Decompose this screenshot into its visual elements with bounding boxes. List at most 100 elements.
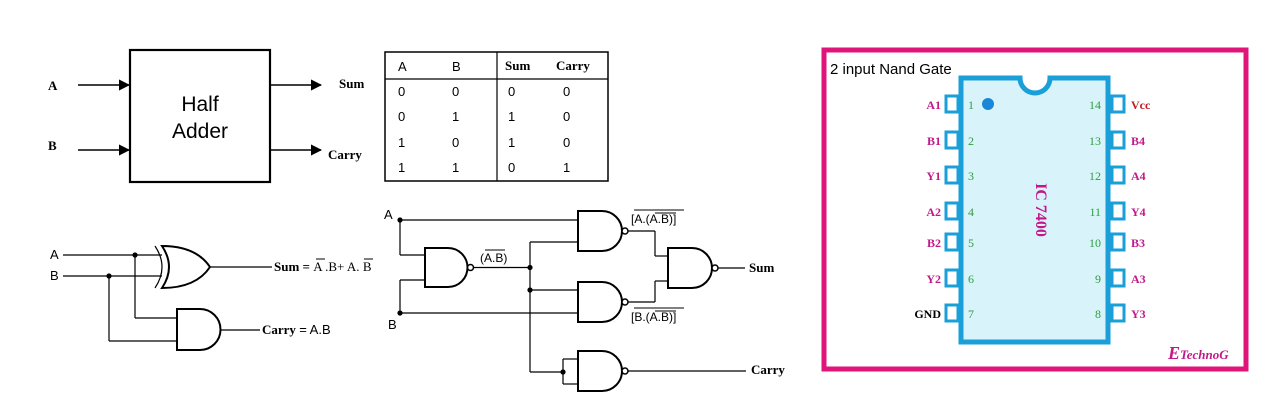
svg-text:1: 1 xyxy=(452,160,459,175)
carry-output-label: Carry xyxy=(328,147,362,162)
svg-text:0: 0 xyxy=(452,135,459,150)
truth-table: A B Sum Carry 0 0 0 0 0 1 1 0 1 0 1 0 1 … xyxy=(384,51,609,182)
ic-pin-number: 6 xyxy=(968,272,974,286)
ic-chip-label: IC 7400 xyxy=(1032,183,1049,237)
svg-text:0: 0 xyxy=(452,84,459,99)
nand-gate-2-bubble xyxy=(621,227,629,235)
ic-pin-10 xyxy=(1110,232,1126,252)
nand-gate-2 xyxy=(577,210,623,252)
svg-text:1: 1 xyxy=(508,109,515,124)
term-bottom-label: [B.(A.B)] xyxy=(631,310,676,324)
svg-text:0: 0 xyxy=(508,160,515,175)
ic-pin-4 xyxy=(944,201,960,221)
ic-pin-2 xyxy=(944,130,960,150)
nand-gate-3-bubble xyxy=(621,298,629,306)
ic-pin-name: B3 xyxy=(1131,236,1145,250)
truth-table-header-carry: Carry xyxy=(556,58,590,73)
term-top-label: [A.(A.B)] xyxy=(631,212,676,226)
nand-gate-5-bubble xyxy=(621,367,629,375)
ic-pin-name: GND xyxy=(914,307,941,321)
svg-text:1: 1 xyxy=(398,135,405,150)
ic-pin-number: 5 xyxy=(968,236,974,250)
ic-pin-number: 13 xyxy=(1089,134,1101,148)
svg-text:0: 0 xyxy=(398,84,405,99)
nand-input-b: B xyxy=(388,317,397,332)
ic-pin-number: 10 xyxy=(1089,236,1101,250)
ic-pin-name: Y3 xyxy=(1131,307,1146,321)
table-row: 0 1 1 0 xyxy=(398,109,570,124)
half-adder-title-line1: Half xyxy=(181,93,219,116)
ic-chip-body xyxy=(958,75,1111,345)
ic-pin-8 xyxy=(1110,303,1126,323)
table-row: 0 0 0 0 xyxy=(398,84,570,99)
nand-gate-1 xyxy=(424,247,469,288)
ic-pin-number: 1 xyxy=(968,98,974,112)
ic-pin-1 xyxy=(944,94,960,114)
ic-pin-name: A3 xyxy=(1131,272,1146,286)
ic-pin-7 xyxy=(944,303,960,323)
nand-sum-label: Sum xyxy=(749,260,774,275)
pin1-indicator-dot xyxy=(982,98,994,110)
ic-pin-number: 11 xyxy=(1089,205,1101,219)
half-adder-block-diagram: Half Adder A B Sum Carry xyxy=(48,48,364,184)
nand-gate-4 xyxy=(667,247,713,289)
ic-pin-name: A2 xyxy=(926,205,941,219)
table-row: 1 1 0 1 xyxy=(398,160,570,175)
truth-table-header-b: B xyxy=(452,59,461,74)
sum-output-label: Sum xyxy=(339,76,364,91)
svg-text:0: 0 xyxy=(563,109,570,124)
table-row: 1 0 1 0 xyxy=(398,135,570,150)
svg-text:1: 1 xyxy=(563,160,570,175)
half-adder-box xyxy=(128,48,272,184)
carry-expression: Carry = A.B xyxy=(262,322,331,337)
nand-input-a: A xyxy=(384,207,393,222)
ic-pin-number: 4 xyxy=(968,205,974,219)
svg-text:0: 0 xyxy=(563,135,570,150)
ic-pin-3 xyxy=(944,165,960,185)
input-b-label: B xyxy=(48,138,57,153)
half-adder-title-line2: Adder xyxy=(172,120,228,143)
nand-gate-1-bubble xyxy=(466,263,475,272)
ic-pin-name: Vcc xyxy=(1131,98,1151,112)
ic-pin-name: B2 xyxy=(927,236,941,250)
ic-pin-12 xyxy=(1110,165,1126,185)
brand-logo: ETechnoG xyxy=(1167,343,1229,363)
ic-pin-name: Y4 xyxy=(1131,205,1146,219)
svg-text:1: 1 xyxy=(508,135,515,150)
truth-table-header-sum: Sum xyxy=(505,58,530,73)
ic-panel-title: 2 input Nand Gate xyxy=(830,61,952,78)
ic-pin-11 xyxy=(1110,201,1126,221)
ic-pin-5 xyxy=(944,232,960,252)
ic-pin-name: B4 xyxy=(1131,134,1145,148)
ic-pin-number: 2 xyxy=(968,134,974,148)
ic-pin-name: Y1 xyxy=(926,169,941,183)
truth-table-header-a: A xyxy=(398,59,407,74)
gate-circuit-input-a: A xyxy=(50,247,59,262)
ic-pin-9 xyxy=(1110,268,1126,288)
ic-pin-number: 8 xyxy=(1095,307,1101,321)
ic-pin-number: 9 xyxy=(1095,272,1101,286)
nand-gate-5 xyxy=(577,350,623,392)
input-a-label: A xyxy=(48,78,58,93)
ic-pin-name: A4 xyxy=(1131,169,1146,183)
svg-text:0: 0 xyxy=(563,84,570,99)
ic-pin-name: B1 xyxy=(927,134,941,148)
xor-gate-input-arc xyxy=(154,245,163,289)
gate-circuit-input-b: B xyxy=(50,268,59,283)
ic-7400-panel: 2 input Nand Gate IC 7400 A1 1B1 2Y1 3A2 4B2… xyxy=(821,47,1249,372)
svg-text:0: 0 xyxy=(398,109,405,124)
nand-carry-label: Carry xyxy=(751,362,785,377)
ic-pin-number: 3 xyxy=(968,169,974,183)
ic-pin-number: 7 xyxy=(968,307,974,321)
and-gate xyxy=(176,308,222,351)
ic-pin-6 xyxy=(944,268,960,288)
xor-gate xyxy=(160,244,212,290)
nand-gate-4-bubble xyxy=(711,264,719,272)
ic-pin-name: Y2 xyxy=(926,272,941,286)
ic-pin-14 xyxy=(1110,94,1126,114)
ic-pin-13 xyxy=(1110,130,1126,150)
nand-gate-3 xyxy=(577,281,623,323)
svg-text:1: 1 xyxy=(398,160,405,175)
ic-pin-name: A1 xyxy=(926,98,941,112)
ic-pin-number: 14 xyxy=(1089,98,1101,112)
